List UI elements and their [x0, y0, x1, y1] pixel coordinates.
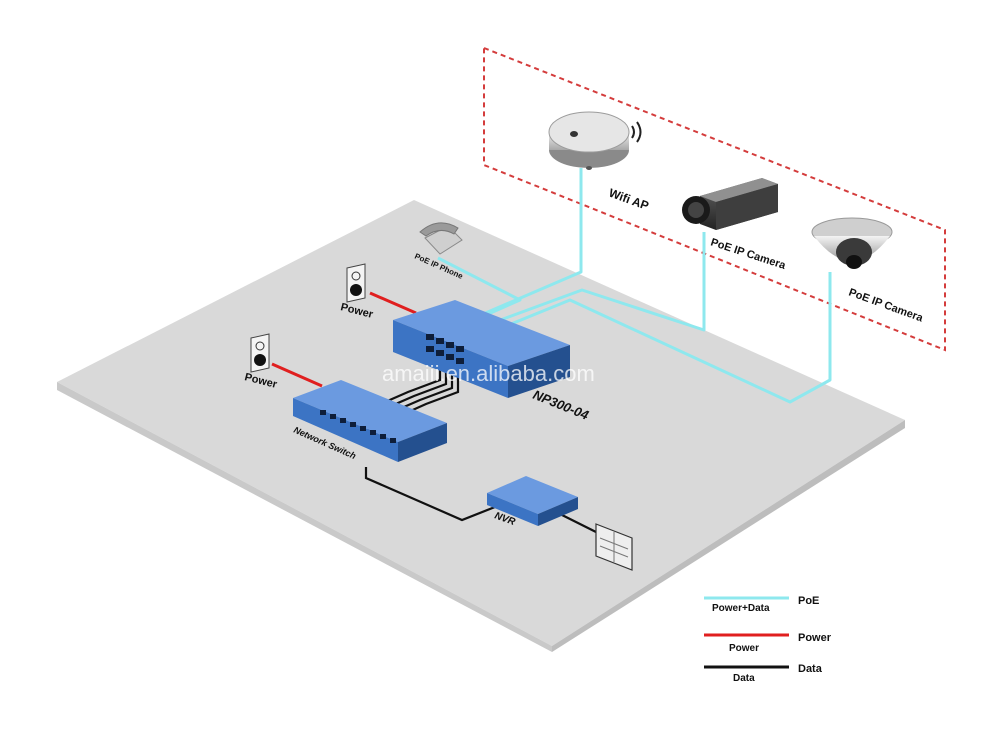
poe-device-zone: [483, 46, 946, 352]
legend-data-caption: Data: [733, 673, 755, 684]
box-camera: PoE IP Camera: [682, 178, 788, 272]
legend-poe-label: PoE: [798, 595, 819, 607]
poe-cable-box-camera: [453, 232, 706, 339]
power-cable-lower: [271, 362, 323, 388]
legend-poe-caption: Power+Data: [712, 603, 770, 614]
legend-power-caption: Power: [729, 643, 759, 654]
power-cables: [271, 291, 417, 388]
wifi-signal-icon: [631, 121, 642, 143]
floor-front-edge: [57, 382, 552, 652]
poe-cables: [437, 168, 832, 404]
poe-cable-dome-camera: [461, 272, 832, 404]
legend-data-label: Data: [798, 663, 823, 675]
monitor: [595, 523, 633, 571]
legend-item-power: Power Power: [704, 632, 832, 654]
box-camera-label: PoE IP Camera: [709, 236, 788, 272]
legend-item-poe: PoE Power+Data: [704, 595, 819, 614]
wifi-ap-label: Wifi AP: [607, 186, 651, 213]
dome-camera-label: PoE IP Camera: [847, 287, 925, 325]
legend-power-label: Power: [798, 632, 832, 644]
wifi-ap: Wifi AP: [548, 111, 651, 213]
data-cable-nvr: [364, 467, 501, 522]
poe-switch-np300: NP300-04: [393, 300, 591, 423]
legend-item-data: Data Data: [704, 663, 823, 684]
poe-cable-wifi-ap: [445, 168, 583, 332]
phone-icon: [419, 222, 459, 237]
floor-right-edge: [552, 420, 905, 652]
nvr: NVR: [487, 476, 578, 528]
power-cable-upper: [369, 291, 417, 315]
floor-plane: [57, 200, 905, 646]
legend: PoE Power+Data Power Power Data Data: [704, 595, 832, 684]
watermark: amaiii.en.alibaba.com: [382, 361, 595, 386]
